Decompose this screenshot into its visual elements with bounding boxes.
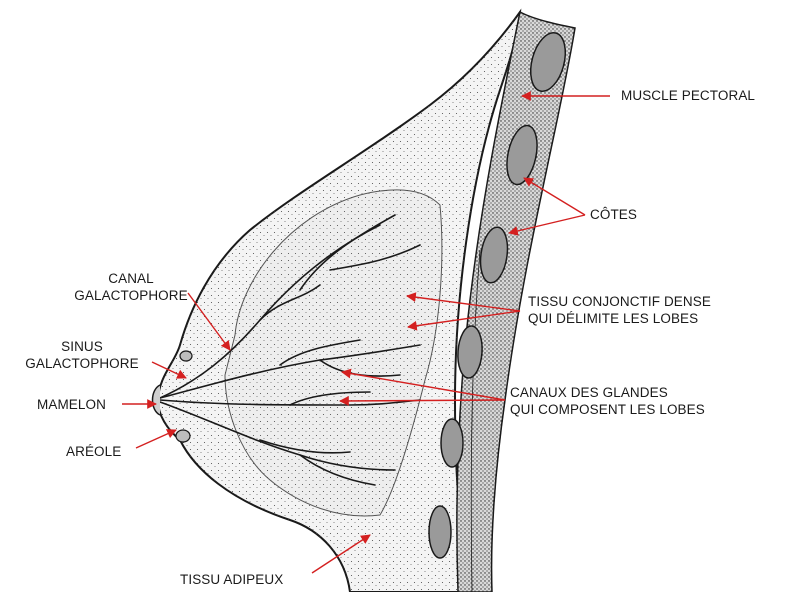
label-canaux-line1: CANAUX DES GLANDES xyxy=(510,384,705,401)
label-tissu-conjonctif-line2: QUI DÉLIMITE LES LOBES xyxy=(528,310,711,327)
label-canal-line1: CANAL xyxy=(70,270,192,287)
arrow-areole xyxy=(136,430,176,448)
areola xyxy=(176,430,190,442)
label-sinus-line1: SINUS xyxy=(10,338,154,355)
label-canaux-line2: QUI COMPOSENT LES LOBES xyxy=(510,401,705,418)
label-sinus-line2: GALACTOPHORE xyxy=(10,355,154,372)
label-areole: ARÉOLE xyxy=(66,443,121,460)
nipple xyxy=(153,385,161,415)
label-muscle-pectoral: MUSCLE PECTORAL xyxy=(621,87,755,104)
label-canal-galactophore: CANAL GALACTOPHORE xyxy=(70,270,192,304)
arrow-canaux-2 xyxy=(340,400,505,401)
label-mamelon: MAMELON xyxy=(37,396,106,413)
label-tissu-adipeux: TISSU ADIPEUX xyxy=(180,571,283,588)
label-cotes: CÔTES xyxy=(590,206,637,223)
label-canal-line2: GALACTOPHORE xyxy=(70,287,192,304)
label-sinus-galactophore: SINUS GALACTOPHORE xyxy=(10,338,154,372)
label-tissu-conjonctif-line1: TISSU CONJONCTIF DENSE xyxy=(528,293,711,310)
label-tissu-conjonctif: TISSU CONJONCTIF DENSE QUI DÉLIMITE LES … xyxy=(528,293,711,327)
label-canaux-des-glandes: CANAUX DES GLANDES QUI COMPOSENT LES LOB… xyxy=(510,384,705,418)
